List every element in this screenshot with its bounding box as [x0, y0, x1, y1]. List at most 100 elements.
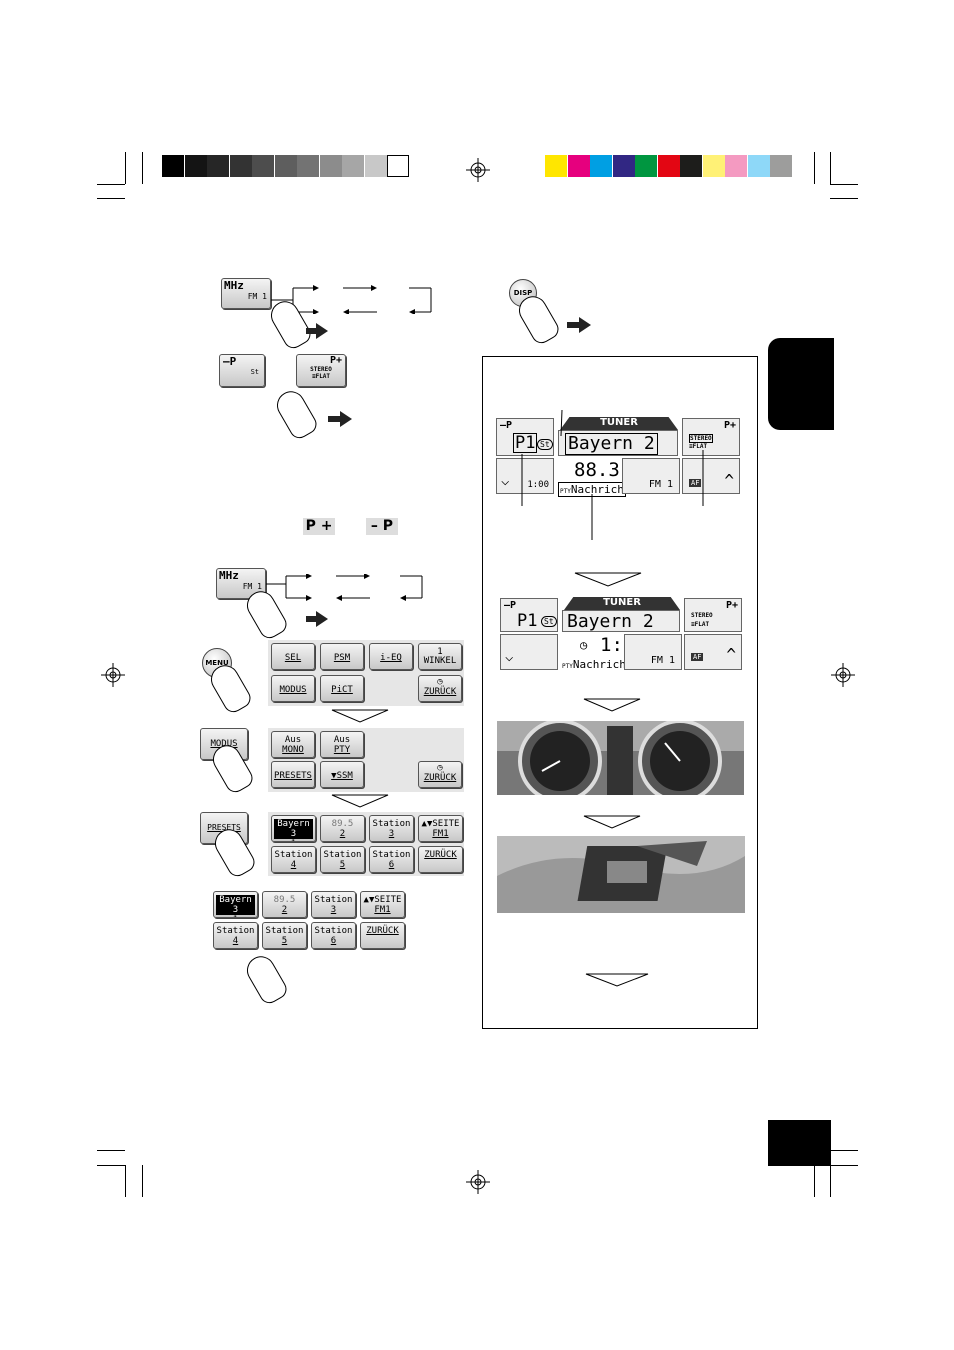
station-name: Bayern 2 [567, 611, 654, 632]
preset-number: ZURÜCK [424, 850, 457, 860]
pplus-display-button[interactable]: P+ STEREO ≡FLAT [684, 598, 742, 632]
gauges-image [497, 721, 744, 795]
chevron-down-icon: ⌵ [505, 649, 514, 665]
up-display-button[interactable]: AF ^ [682, 458, 740, 494]
preset-name: ▲▼SEITE [363, 895, 402, 905]
registration-target-icon [101, 663, 125, 687]
gray-swatch [387, 155, 409, 177]
menu-ieq-button[interactable]: i-EQ [369, 643, 413, 670]
btn-label: ▼SSM [331, 771, 353, 781]
pminus-label: –P [223, 355, 237, 368]
arrow-icon [328, 416, 340, 422]
color-swatch [725, 155, 747, 177]
down-display-button[interactable]: ⌵ [500, 634, 558, 670]
st-label: St [541, 616, 557, 627]
station-display: Bayern 2 [558, 430, 678, 456]
menu-panel: SEL PSM i-EQ 1 WINKEL MODUS PiCT ◷ZURÜCK [268, 640, 464, 706]
preset-down-button[interactable]: –P St [219, 354, 265, 387]
presets-button[interactable]: PRESETS [271, 761, 315, 788]
preset-button[interactable]: ZURÜCK [360, 922, 405, 949]
preset-name: 89.5 [273, 895, 296, 905]
band-button[interactable]: MHz FM 1 [221, 278, 271, 309]
preset-number: 2 [281, 905, 288, 915]
btn-label: PRESETS [274, 771, 312, 781]
tuner-label: TUNER [560, 417, 678, 430]
pplus-label: P+ [329, 355, 342, 366]
btn-label: PTY [333, 745, 351, 755]
pplus-glyph: P + [303, 518, 335, 535]
gray-swatch [297, 155, 319, 177]
preset-button[interactable]: ZURÜCK [418, 846, 463, 873]
color-swatch [747, 155, 770, 177]
down-display-button[interactable]: ⌵ 1:00 [496, 458, 554, 494]
preset-number: 3 [330, 905, 337, 915]
ssm-button[interactable]: ▼SSM [320, 761, 364, 788]
crop-mark [830, 1150, 858, 1151]
btn-label: PSM [333, 653, 351, 663]
af-label: AF [689, 479, 702, 487]
band-label: FM 1 [648, 479, 673, 490]
pplus-display-button[interactable]: P+ STEREO ≡FLAT [682, 418, 740, 456]
color-swatch [635, 155, 657, 177]
menu-pict-button[interactable]: PiCT [320, 675, 364, 702]
menu-modus-button[interactable]: MODUS [271, 675, 315, 702]
menu-winkel-button[interactable]: 1 WINKEL [418, 643, 462, 670]
preset-name: Bayern 3 [274, 819, 313, 839]
crop-mark [97, 1150, 125, 1151]
gray-swatch [252, 155, 274, 177]
pminus-display-button[interactable]: –P P1 St [496, 418, 554, 456]
btn-label: ZURÜCK [423, 687, 457, 697]
cycle-diagram [271, 285, 432, 314]
tuner-display-2: TUNER –P P1 St Bayern 2 P+ STEREO ≡FLAT … [500, 596, 744, 672]
preset-number: FM1 [374, 905, 391, 915]
menu-sel-button[interactable]: SEL [271, 643, 315, 670]
stereo-label: STEREO [689, 434, 713, 443]
presets-panel-2: Bayern 3189.52Station3▲▼SEITEFM1Station4… [210, 888, 406, 952]
menu-psm-button[interactable]: PSM [320, 643, 364, 670]
band-display-button[interactable]: FM 1 [622, 458, 680, 494]
preset-name: Station [265, 926, 304, 936]
preset-button[interactable]: Bayern 31 [213, 891, 258, 918]
preset-up-button[interactable]: P+ STEREO ≡FLAT [296, 354, 346, 387]
picture-image [497, 836, 745, 913]
preset-label: P1 [517, 611, 538, 631]
down-arrow-icon [585, 973, 649, 987]
flat-label: ≡FLAT [691, 621, 710, 628]
preset-number: 2 [339, 829, 346, 839]
timer-icon: ◷ [437, 763, 443, 773]
modus-back-button[interactable]: ◷ZURÜCK [418, 761, 462, 788]
down-arrow-icon [583, 698, 641, 712]
crop-mark [142, 152, 143, 184]
pminus-display-button[interactable]: –P P1 St [500, 598, 558, 632]
af-label: AF [691, 653, 704, 661]
btn-label: MODUS [210, 739, 238, 749]
crop-mark [125, 1165, 126, 1197]
freq-area: 88.3 MHz PTYNachrich [558, 458, 678, 497]
color-swatch [612, 155, 635, 177]
color-swatch [657, 155, 680, 177]
menu-back-button[interactable]: ◷ZURÜCK [418, 675, 462, 702]
arrow-icon [567, 322, 579, 328]
preset-name: Bayern 3 [216, 895, 255, 915]
preset-button[interactable]: Bayern 31 [271, 815, 316, 842]
band-display-button[interactable]: FM 1 [624, 634, 682, 670]
up-display-button[interactable]: AF ^ [684, 634, 742, 670]
gray-swatch [364, 155, 387, 177]
gray-swatch [274, 155, 297, 177]
display-modes-box [482, 356, 758, 1029]
